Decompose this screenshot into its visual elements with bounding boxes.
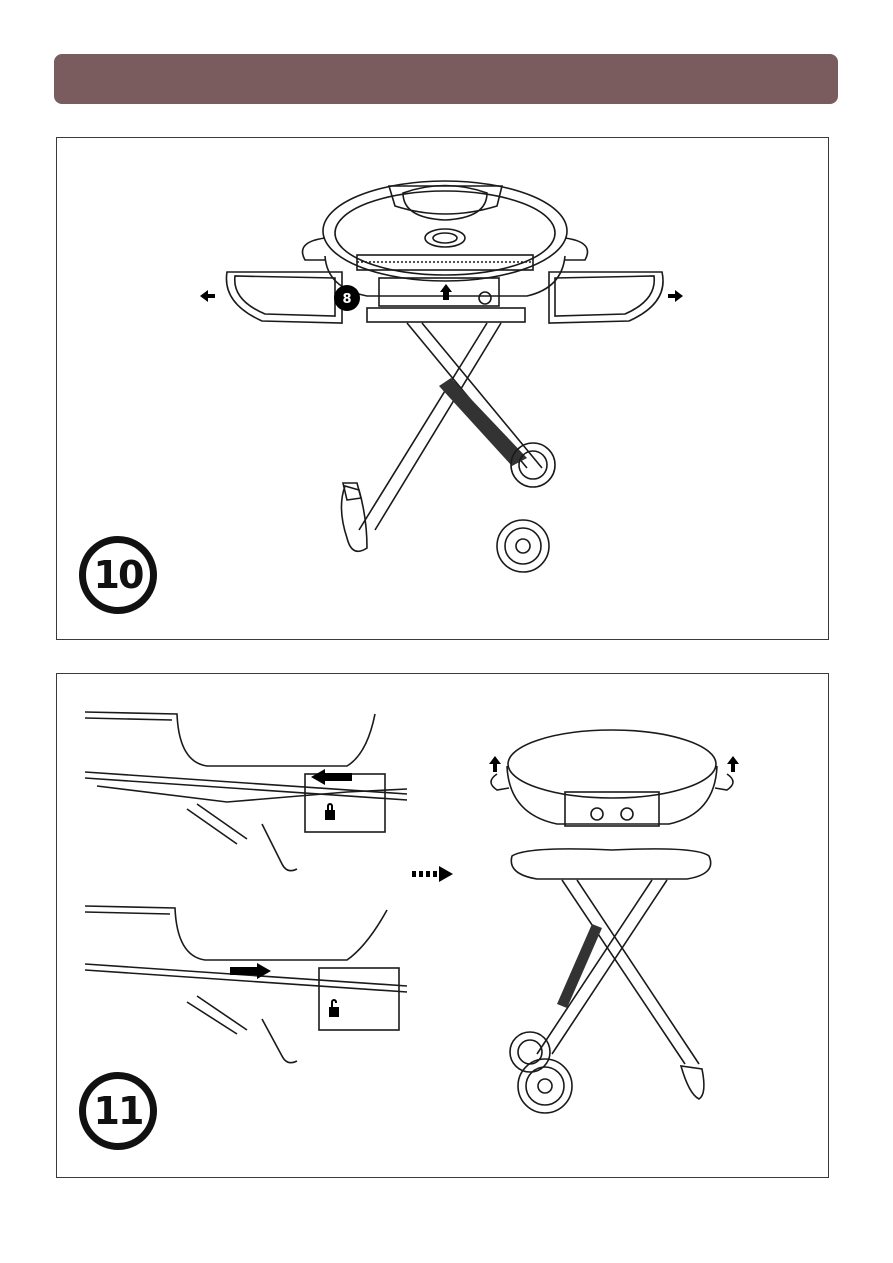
lock-icon [325,803,335,820]
step-10-badge: 10 [79,536,157,614]
callout-8-label: 8 [342,292,351,307]
step-11-badge: 11 [79,1072,157,1150]
dashed-arrow-icon [412,866,453,882]
step-10-panel: 8 10 [56,137,829,640]
grill-detach-illustration [57,674,830,1179]
grill-side-tables-illustration: 8 [57,138,830,641]
arrow-left-icon [200,290,215,302]
arrow-up-icon [440,284,452,300]
step-11-panel: 11 [56,673,829,1178]
header-bar [54,54,838,104]
arrow-right-icon [668,290,683,302]
arrow-left-icon [311,769,352,785]
arrow-up-icon [489,756,501,772]
unlock-icon [329,999,339,1017]
arrow-up-icon [727,756,739,772]
